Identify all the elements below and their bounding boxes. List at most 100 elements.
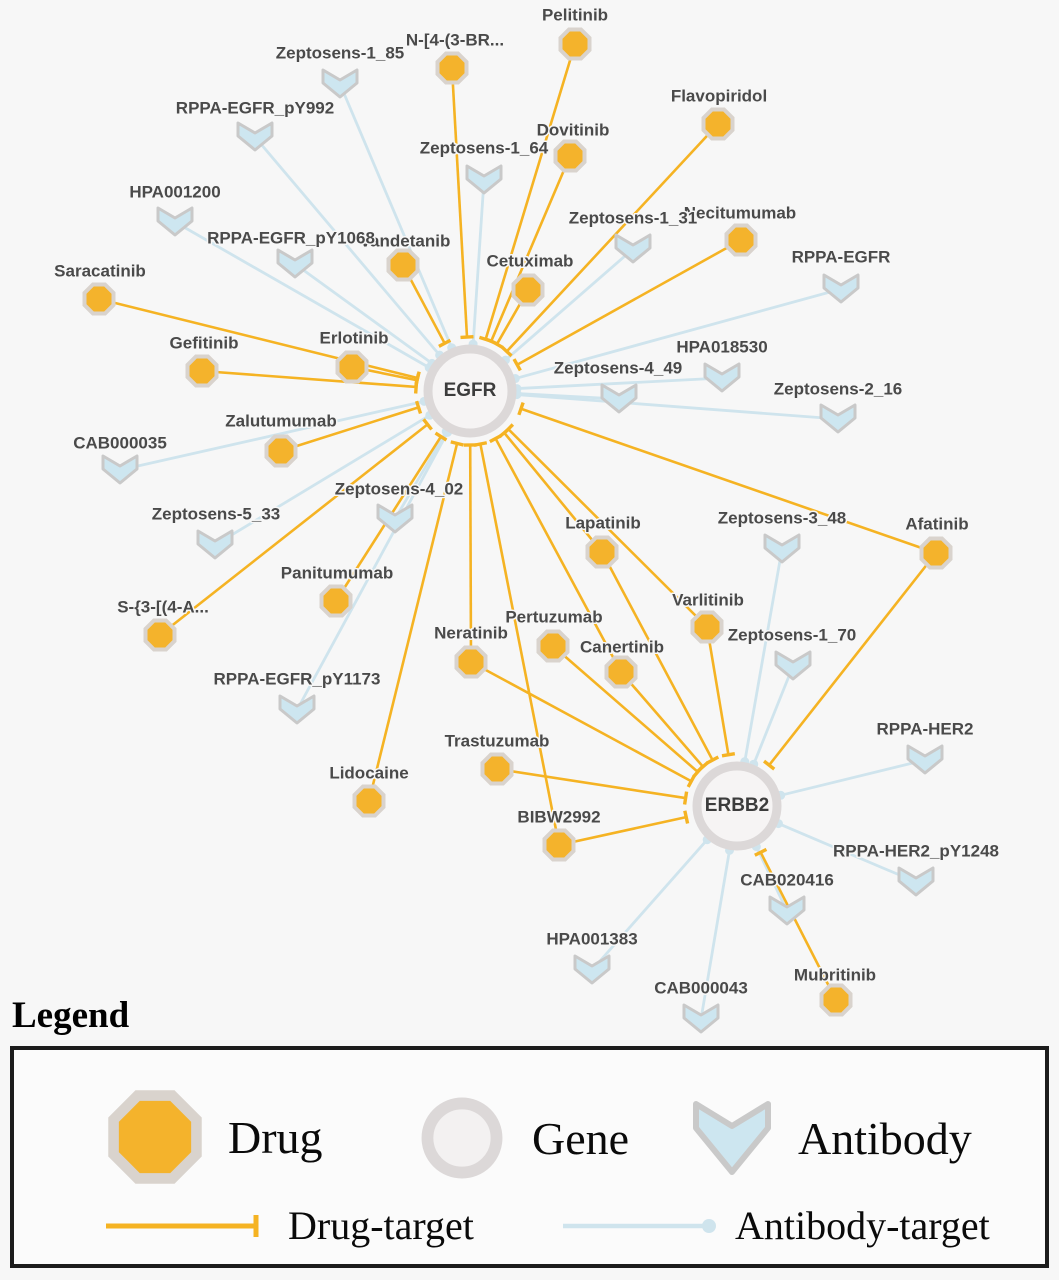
node-antibody-hpa001383[interactable]: [573, 954, 611, 985]
node-drug-n4-3br[interactable]: [435, 51, 469, 85]
node-antibody-zeptosens-2-16[interactable]: [819, 403, 857, 434]
gene-label-erbb2: ERBB2: [705, 795, 769, 816]
node-drug-bibw2992[interactable]: [542, 828, 576, 862]
edge-drug-target-pertuzumab-erbb2: [552, 645, 699, 773]
label-cetuximab: Cetuximab: [487, 251, 574, 270]
node-gene-erbb2[interactable]: [692, 761, 782, 851]
node-antibody-zeptosens-4-02[interactable]: [376, 503, 414, 534]
node-antibody-zeptosens-1-85[interactable]: [321, 68, 359, 99]
node-drug-trastuzumab[interactable]: [480, 752, 514, 786]
node-drug-lapatinib[interactable]: [585, 535, 619, 569]
edge-antibody-target-rppa-egfr-py1173: [295, 431, 449, 711]
node-antibody-zeptosens-5-33[interactable]: [196, 529, 234, 560]
antibody-node-icon: [693, 1101, 771, 1175]
label-saracatinib: Saracatinib: [54, 261, 146, 280]
label-hpa018530: HPA018530: [676, 337, 767, 356]
label-bibw2992: BIBW2992: [517, 807, 600, 826]
node-antibody-rppa-her2-py1248[interactable]: [897, 866, 935, 897]
label-neratinib: Neratinib: [434, 623, 508, 642]
edge-tee-varlitinib-egfr: [502, 423, 515, 435]
node-drug-varlitinib[interactable]: [690, 610, 724, 644]
node-drug-lidocaine[interactable]: [352, 784, 386, 818]
edge-tee-bibw2992-erbb2: [683, 810, 690, 824]
edge-tee-necitumumab-egfr: [512, 358, 522, 372]
label-afatinib: Afatinib: [905, 514, 968, 533]
edge-antibody-target-zeptosens-2-16: [516, 393, 839, 421]
node-antibody-hpa001200[interactable]: [156, 206, 194, 237]
node-drug-s3-4a[interactable]: [143, 618, 177, 652]
edge-antibody-target-zeptosens-1-64: [471, 179, 486, 345]
edge-antibody-target-rppa-her2: [780, 758, 926, 797]
edge-tee-zalutumumab-egfr: [414, 400, 423, 415]
node-drug-flavopiridol[interactable]: [701, 107, 735, 141]
edge-drug-target-varlitinib-egfr: [507, 428, 708, 628]
edge-tee-trastuzumab-erbb2: [682, 791, 689, 805]
label-zalutumumab: Zalutumumab: [225, 411, 336, 430]
node-antibody-rppa-egfr-py1173[interactable]: [278, 694, 316, 725]
gene-label-egfr: EGFR: [444, 380, 497, 401]
label-hpa001383: HPA001383: [546, 929, 637, 948]
edge-drug-target-bibw2992-erbb2: [558, 815, 687, 847]
node-drug-pelitinib[interactable]: [558, 27, 592, 61]
label-rppa-her2-py1248: RPPA-HER2_pY1248: [833, 841, 999, 860]
node-drug-canertinib[interactable]: [604, 655, 638, 689]
label-rppa-egfr-py1068: RPPA-EGFR_pY1068: [207, 228, 375, 247]
node-antibody-rppa-her2[interactable]: [906, 744, 944, 775]
edge-tee-canertinib-erbb2: [696, 761, 709, 773]
edge-tee-canertinib-egfr: [489, 433, 503, 444]
node-drug-mubritinib[interactable]: [819, 983, 853, 1017]
node-antibody-cab000035[interactable]: [101, 454, 139, 485]
label-cab020416: CAB020416: [740, 870, 834, 889]
edge-antibody-target-hpa018530: [516, 376, 723, 390]
edge-drug-target-lidocaine-egfr: [367, 443, 459, 802]
node-gene-egfr[interactable]: [423, 344, 517, 438]
edge-tee-s3-4a-egfr: [422, 418, 433, 431]
node-antibody-cab020416[interactable]: [768, 895, 806, 926]
node-drug-zalutumumab[interactable]: [264, 434, 298, 468]
edge-tee-panitumumab-egfr: [434, 431, 448, 442]
legend-drug-target-label: Drug-target: [288, 1203, 474, 1248]
label-lapatinib: Lapatinib: [565, 513, 641, 532]
node-drug-necitumumab[interactable]: [724, 223, 758, 257]
label-mubritinib: Mubritinib: [794, 965, 876, 984]
node-drug-dovitinib[interactable]: [553, 139, 587, 173]
node-drug-erlotinib[interactable]: [335, 350, 369, 384]
label-rppa-egfr: RPPA-EGFR: [792, 247, 891, 266]
node-drug-cetuximab[interactable]: [511, 273, 545, 307]
node-antibody-zeptosens-1-64[interactable]: [465, 164, 503, 195]
node-drug-panitumumab[interactable]: [319, 584, 353, 618]
label-zeptosens-5-33: Zeptosens-5_33: [152, 504, 281, 523]
label-zeptosens-1-70: Zeptosens-1_70: [728, 625, 857, 644]
label-rppa-her2: RPPA-HER2: [877, 719, 974, 738]
legend-antibody-label: Antibody: [798, 1112, 972, 1164]
node-antibody-zeptosens-1-31[interactable]: [614, 233, 652, 264]
node-antibody-zeptosens-1-70[interactable]: [774, 650, 812, 681]
node-antibody-cab000043[interactable]: [682, 1003, 720, 1034]
node-antibody-zeptosens-3-48[interactable]: [763, 533, 801, 564]
edge-drug-target-trastuzumab-erbb2: [496, 767, 686, 800]
node-drug-vandetanib[interactable]: [386, 248, 420, 282]
edge-drug-target-mubritinib-erbb2: [759, 851, 838, 1001]
edge-antibody-target-rppa-egfr-py1068: [294, 262, 433, 365]
node-drug-pertuzumab[interactable]: [536, 629, 570, 663]
node-antibody-rppa-egfr[interactable]: [822, 273, 860, 304]
legend-title: Legend: [12, 995, 130, 1036]
node-antibody-hpa018530[interactable]: [703, 362, 741, 393]
node-antibody-zeptosens-4-49[interactable]: [600, 383, 638, 414]
edge-antibody-target-zeptosens-3-48: [743, 548, 784, 762]
edge-drug-target-gefitinib-egfr: [201, 369, 417, 389]
edge-drug-target-lapatinib-egfr: [503, 431, 604, 553]
node-antibody-rppa-egfr-py1068[interactable]: [276, 248, 314, 279]
node-drug-afatinib[interactable]: [919, 536, 953, 570]
edge-tee-n4-3br-egfr: [460, 335, 474, 340]
edge-antibody-target-hpa001383: [590, 838, 709, 971]
node-drug-neratinib[interactable]: [454, 645, 488, 679]
label-zeptosens-1-64: Zeptosens-1_64: [420, 138, 549, 157]
node-antibody-rppa-egfr-py992[interactable]: [236, 121, 274, 152]
node-drug-gefitinib[interactable]: [185, 354, 219, 388]
label-vandetanib: Vandetanib: [360, 231, 451, 250]
edge-antibody-target-cab000043: [699, 850, 731, 1020]
node-drug-saracatinib[interactable]: [82, 282, 116, 316]
edge-drug-target-afatinib-egfr: [520, 407, 937, 555]
